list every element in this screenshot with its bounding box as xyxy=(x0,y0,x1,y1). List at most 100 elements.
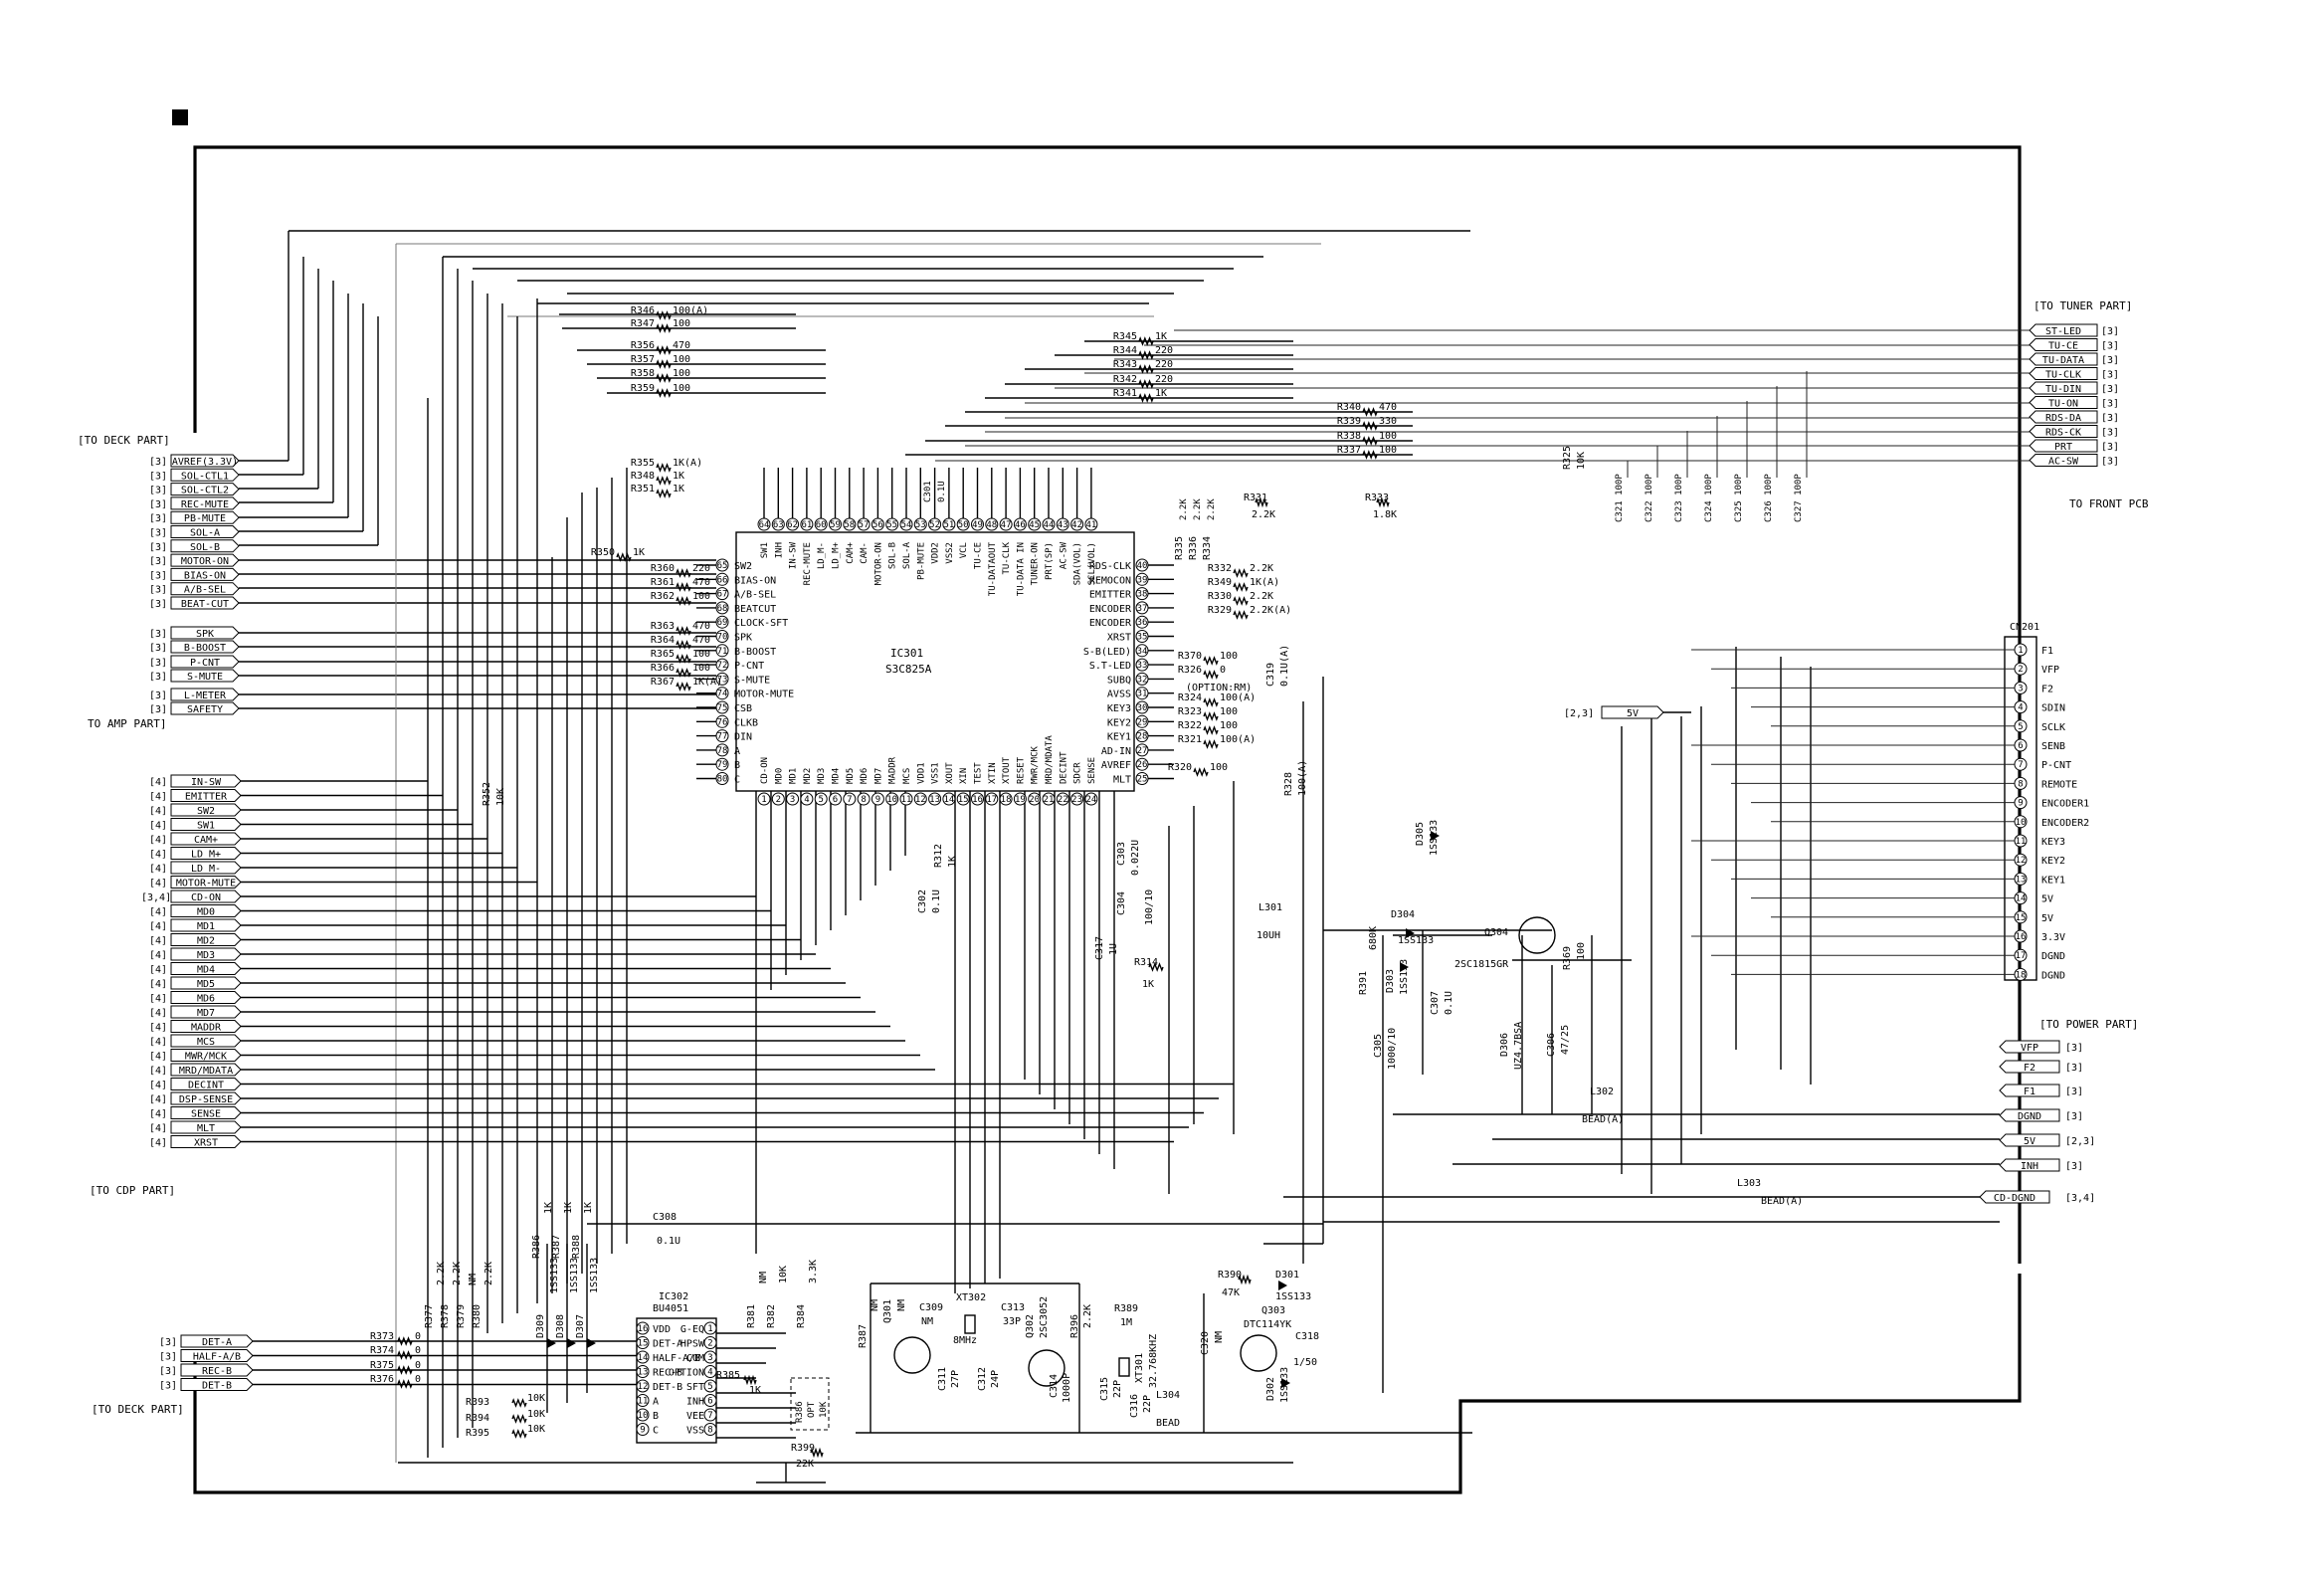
tuner-signal-ref: [3] xyxy=(2101,413,2119,424)
r387-name: R387 xyxy=(551,1235,562,1259)
resistor xyxy=(676,582,691,592)
ic301-pin-label: LD_M- xyxy=(817,542,827,569)
c318-name: C318 xyxy=(1295,1331,1319,1342)
resistor-value: 1K xyxy=(1155,331,1167,342)
resistor-name: R355 xyxy=(631,458,655,469)
cdp-signal-ref: [4] xyxy=(149,777,167,788)
ic301-pin-label: MD7 xyxy=(873,768,883,784)
resistor-value: 100 xyxy=(692,591,710,602)
resistor xyxy=(1203,711,1219,721)
corner-marker xyxy=(172,109,188,125)
ic301-pin-label: MOTOR-ON xyxy=(873,542,883,585)
ic301-pin-label: SW1 xyxy=(760,542,770,558)
ic301-pin-5-num: 5 xyxy=(818,795,823,805)
d301-name: D301 xyxy=(1275,1270,1299,1281)
deck2-signal-0: DET-A xyxy=(202,1337,232,1348)
ic301-pin-8 xyxy=(857,792,871,806)
resistor-name: R366 xyxy=(651,663,675,674)
resistor-value: 470 xyxy=(673,340,690,351)
section-to-amp-part: TO AMP PART] xyxy=(88,717,166,730)
ic301-pin-label: INH xyxy=(774,542,784,558)
ic301-pin-19 xyxy=(1013,792,1027,806)
ic301-pin-label: XTOUT xyxy=(1002,756,1012,784)
resistor-name: R348 xyxy=(631,471,655,482)
tuner-signal-8: PRT xyxy=(2054,442,2072,453)
deck-signal-3-tag xyxy=(170,496,240,510)
ic301-pin-label: XTIN xyxy=(988,762,998,784)
ic301-pin-32-num: 32 xyxy=(1137,675,1148,685)
power-signal-3-tag xyxy=(1999,1108,2060,1122)
r37x-value: 0 xyxy=(415,1345,421,1356)
l301-value: 10UH xyxy=(1257,930,1280,941)
ic301-pin-label: SOL-B xyxy=(888,542,898,569)
ic301-ref: IC301 xyxy=(890,647,923,660)
ic301-pin-6-num: 6 xyxy=(833,795,838,805)
ic301-pin-45-num: 45 xyxy=(1029,520,1040,530)
ic301-pin-label: XIN xyxy=(959,768,969,784)
tuner-signal-7: RDS-CK xyxy=(2045,428,2081,439)
cn201-pin-11-num: 11 xyxy=(2016,837,2027,847)
d308-name: D308 xyxy=(555,1314,566,1338)
r328-name: R328 xyxy=(1283,772,1294,796)
resistor xyxy=(656,310,672,320)
cn201-pin-5-num: 5 xyxy=(2018,722,2023,732)
resistor xyxy=(676,668,691,678)
power-signal-3: DGND xyxy=(2018,1111,2041,1122)
ic301-pin-label: MCS xyxy=(902,768,912,784)
resistor xyxy=(1138,379,1154,389)
ic301-pin-22-num: 22 xyxy=(1058,795,1068,805)
ic301-pin-label: CD-ON xyxy=(760,757,770,784)
resistor-name: R329 xyxy=(1208,605,1232,616)
resistor-value: 470 xyxy=(692,621,710,632)
power-signal-1: F2 xyxy=(2024,1063,2035,1074)
resistor-value: 100 xyxy=(1379,445,1397,456)
resistor-value: 0 xyxy=(1220,665,1226,676)
ic301-pin-23-num: 23 xyxy=(1071,795,1082,805)
ic301-pin-label: REC-MUTE xyxy=(803,542,813,585)
power-signal-0-tag xyxy=(1999,1040,2060,1054)
cdp-signal-ref: [4] xyxy=(149,921,167,932)
ic302-pin-4-num: 4 xyxy=(707,1368,712,1378)
ic301-pin-55-num: 55 xyxy=(886,520,897,530)
cn201-pin-14-num: 14 xyxy=(2016,894,2027,904)
ic301-pin-36-num: 36 xyxy=(1137,618,1148,628)
ic302-pin-label: REC-B xyxy=(653,1368,682,1379)
cdp-signal-ref: [4] xyxy=(149,950,167,961)
r388-value: 1K xyxy=(583,1202,594,1214)
resistor xyxy=(676,682,691,691)
d303-value: 1SS133 xyxy=(1399,959,1410,995)
r328-value: 100(A) xyxy=(1297,760,1308,796)
resistor-value: 100(A) xyxy=(1220,692,1256,703)
ic301-pin-label: AC-SW xyxy=(1059,541,1068,569)
tuner-signal-6: RDS-DA xyxy=(2045,413,2081,424)
cn201-pin-label: 3.3V xyxy=(2041,932,2065,943)
ic301-pin-label: XOUT xyxy=(945,762,955,784)
amp-signal-ref: [3] xyxy=(149,704,167,715)
ic301-pin-label: BEATCUT xyxy=(734,604,776,615)
ic302-pin-3-num: 3 xyxy=(707,1353,712,1363)
amp-signal-2: P-CNT xyxy=(190,658,220,669)
q301-name: Q301 xyxy=(882,1299,893,1323)
r325-value: 10K xyxy=(1576,452,1587,470)
ic301-pin-label: S-B(LED) xyxy=(1083,647,1131,658)
resistor xyxy=(676,626,691,636)
ic301-pin-64-num: 64 xyxy=(759,520,770,530)
ic302-pin-7 xyxy=(703,1408,717,1422)
resistor xyxy=(1203,697,1219,707)
resistor xyxy=(397,1350,413,1360)
cdp-signal-ref: [4] xyxy=(149,1094,167,1105)
ic301-pin-label: IN-SW xyxy=(789,541,799,569)
r384-name: R384 xyxy=(796,1304,807,1328)
resistor xyxy=(511,1398,527,1408)
resistor xyxy=(1203,725,1219,735)
resistor-name: R323 xyxy=(1178,706,1202,717)
cdp-signal-ref: [4] xyxy=(149,821,167,832)
cdp-signal-15: MD6 xyxy=(197,994,215,1005)
r385-name: R385 xyxy=(716,1370,740,1381)
deck-signal-4: PB-MUTE xyxy=(184,513,226,524)
ic301-pin-16-num: 16 xyxy=(972,795,983,805)
ic301-pin-18 xyxy=(999,792,1013,806)
ic301-pin-78-num: 78 xyxy=(717,746,728,756)
ic301-pin-61-num: 61 xyxy=(801,520,812,530)
c308-value: 0.1U xyxy=(657,1236,680,1247)
